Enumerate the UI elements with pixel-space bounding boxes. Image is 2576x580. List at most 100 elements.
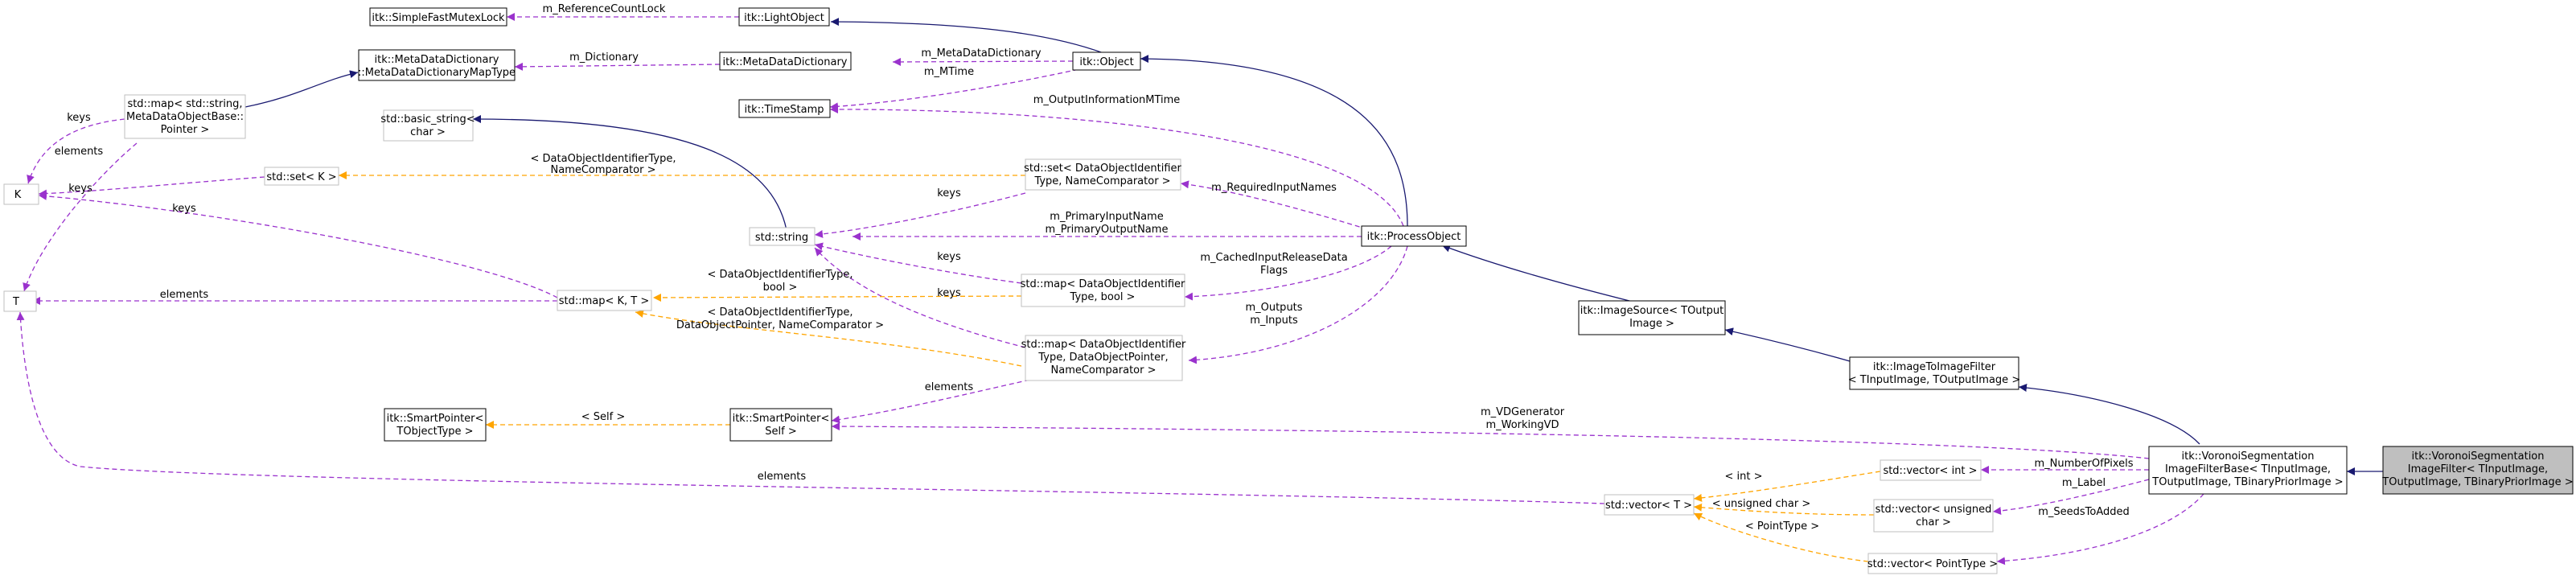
edge-process-object-to-map-bool	[1184, 245, 1392, 301]
node-label-line-1: std::map< DataObjectIdentifier	[1021, 339, 1186, 351]
edge-vector-uchar-template	[1693, 503, 1875, 516]
node-std-vector-point[interactable]: std::vector< PointType >	[1867, 553, 1998, 574]
node-label-line-2: char >	[1916, 516, 1951, 529]
node-simple-fast-mutex-lock[interactable]: itk::SimpleFastMutexLock	[369, 7, 507, 27]
node-voronoi-filter-focus[interactable]: itk::VoronoiSegmentation ImageFilter< TI…	[2381, 446, 2574, 495]
node-label-line-1: std::vector< unsigned	[1876, 504, 1992, 516]
node-basic-string[interactable]: std::basic_string< char >	[380, 109, 475, 142]
edge-process-object-to-map-pointer	[1188, 245, 1408, 364]
node-label: itk::TimeStamp	[744, 104, 824, 116]
node-label-line-2: Type, bool >	[1070, 291, 1136, 303]
node-label: K	[14, 189, 22, 201]
edge-itk-object-to-dictionary	[892, 57, 1074, 66]
label-elements-t: elements	[160, 289, 209, 301]
node-label-line-1: itk::ImageSource< TOutput	[1580, 305, 1723, 317]
node-label-line-2: ::MetaDataDictionaryMapType	[358, 67, 516, 79]
node-itk-object[interactable]: itk::Object	[1072, 51, 1141, 71]
label-m-seeds-to-added: m_SeedsToAdded	[2038, 506, 2130, 518]
node-label-line-2: TObjectType >	[396, 426, 473, 438]
node-std-string[interactable]: std::string	[749, 227, 816, 246]
node-label: std::vector< T >	[1605, 500, 1692, 512]
edge-set-dataobject-to-std-string	[814, 192, 1026, 238]
node-label-line-2: char >	[410, 126, 446, 138]
label-elements-smart: elements	[925, 381, 974, 393]
label-m-mtime: m_MTime	[924, 66, 974, 78]
label-keys-c: keys	[937, 287, 961, 299]
node-smart-pointer-self[interactable]: itk::SmartPointer< Self >	[729, 408, 832, 442]
node-label: std::string	[755, 232, 808, 244]
edge-std-string-to-basic-string	[472, 115, 787, 231]
node-std-map-k-t[interactable]: std::map< K, T >	[557, 290, 652, 311]
node-label-line-2: Type, DataObjectPointer,	[1037, 352, 1168, 364]
node-label: std::map< K, T >	[559, 295, 650, 307]
node-label-line-1: std::basic_string<	[380, 113, 475, 125]
label-elements-vector: elements	[758, 471, 807, 483]
edge-std-map-k-t-to-k	[38, 191, 558, 298]
label-self-template: < Self >	[581, 411, 626, 423]
edge-std-map-string-to-t	[23, 142, 138, 292]
node-time-stamp[interactable]: itk::TimeStamp	[738, 99, 831, 118]
node-label-line-1: std::set< DataObjectIdentifier	[1024, 162, 1181, 175]
edge-std-map-string-to-k	[27, 118, 125, 184]
edge-map-pointer-to-std-string	[814, 247, 1026, 348]
node-meta-data-dictionary[interactable]: itk::MetaDataDictionary	[719, 51, 852, 71]
node-label: itk::Object	[1079, 56, 1133, 68]
edge-vector-point-template	[1693, 512, 1869, 562]
node-std-vector-int[interactable]: std::vector< int >	[1880, 459, 1982, 481]
node-process-object[interactable]: itk::ProcessObject	[1361, 225, 1467, 247]
edge-map-bool-template	[652, 293, 1022, 302]
label-m-cached-flags-2: Flags	[1260, 265, 1288, 277]
node-std-map-pointer[interactable]: std::map< DataObjectIdentifier Type, Dat…	[1021, 335, 1186, 381]
node-voronoi-base[interactable]: itk::VoronoiSegmentation ImageFilterBase…	[2148, 446, 2348, 495]
node-meta-data-dictionary-map-type[interactable]: itk::MetaDataDictionary ::MetaDataDictio…	[358, 49, 516, 81]
label-int-template: < int >	[1725, 471, 1763, 483]
node-label-line-3: TOutputImage, TBinaryPriorImage >	[2381, 476, 2573, 488]
node-label-line-3: TOutputImage, TBinaryPriorImage >	[2151, 476, 2343, 488]
edge-voronoi-base-to-vector-uchar	[1992, 479, 2150, 516]
edge-std-map-string-to-dictionary-map-type	[244, 70, 359, 108]
edge-voronoi-base-to-vector-point	[1996, 493, 2204, 566]
node-k[interactable]: K	[3, 183, 39, 205]
edge-voronoi-base-to-smart-pointer-self	[831, 422, 2150, 459]
node-light-object[interactable]: itk::LightObject	[738, 7, 830, 27]
node-t[interactable]: T	[3, 290, 37, 312]
node-label-line-2: Type, NameComparator >	[1033, 175, 1170, 187]
node-label-line-2: Image >	[1629, 318, 1674, 330]
label-m-primary-names-2: m_PrimaryOutputName	[1046, 224, 1169, 236]
edge-itk-object-to-timestamp	[829, 65, 1095, 111]
label-m-primary-names-1: m_PrimaryInputName	[1050, 211, 1163, 223]
node-label: itk::LightObject	[744, 12, 824, 24]
label-keys-map: keys	[67, 112, 91, 124]
label-uchar-template: < unsigned char >	[1712, 498, 1810, 510]
edge-map-pointer-to-smart-pointer-self	[831, 377, 1038, 424]
node-smart-pointer-tobject[interactable]: itk::SmartPointer< TObjectType >	[384, 408, 487, 442]
node-std-set-dataobject[interactable]: std::set< DataObjectIdentifier Type, Nam…	[1024, 158, 1182, 191]
edge-itk-object-to-light-object	[830, 18, 1104, 54]
node-std-map-string[interactable]: std::map< std::string, MetaDataObjectBas…	[124, 94, 246, 139]
label-set-template-2: NameComparator >	[551, 164, 656, 176]
edge-voronoi-base-to-image-to-image-filter	[2018, 384, 2200, 445]
node-label-line-3: NameComparator >	[1051, 364, 1157, 376]
label-keys-long: keys	[172, 203, 196, 215]
label-map-bool-template-1: < DataObjectIdentifierType,	[708, 269, 853, 281]
node-std-vector-uchar[interactable]: std::vector< unsigned char >	[1873, 499, 1994, 533]
node-std-set-k[interactable]: std::set< K >	[264, 167, 339, 186]
label-keys-b: keys	[937, 251, 961, 263]
label-m-reference-count-lock: m_ReferenceCountLock	[543, 3, 666, 15]
node-image-source[interactable]: itk::ImageSource< TOutput Image >	[1578, 300, 1726, 335]
node-label: std::set< K >	[266, 171, 336, 183]
label-m-vd-generator-1: m_VDGenerator	[1481, 406, 1565, 418]
node-label-line-2: Self >	[765, 426, 796, 438]
node-std-vector-t[interactable]: std::vector< T >	[1604, 494, 1695, 516]
node-image-to-image-filter[interactable]: itk::ImageToImageFilter < TInputImage, T…	[1848, 356, 2020, 390]
label-keys-a: keys	[937, 187, 961, 200]
label-set-template-1: < DataObjectIdentifierType,	[531, 153, 676, 165]
label-point-template: < PointType >	[1745, 520, 1819, 533]
label-m-cached-flags-1: m_CachedInputReleaseData	[1200, 252, 1347, 264]
node-label-line-2: < TInputImage, TOutputImage >	[1848, 374, 2020, 386]
node-std-map-bool[interactable]: std::map< DataObjectIdentifier Type, boo…	[1021, 274, 1185, 307]
edge-dictionary-to-map-type	[514, 62, 721, 71]
node-label-line-1: itk::VoronoiSegmentation	[2181, 450, 2314, 463]
label-map-pointer-template-1: < DataObjectIdentifierType,	[708, 306, 853, 319]
